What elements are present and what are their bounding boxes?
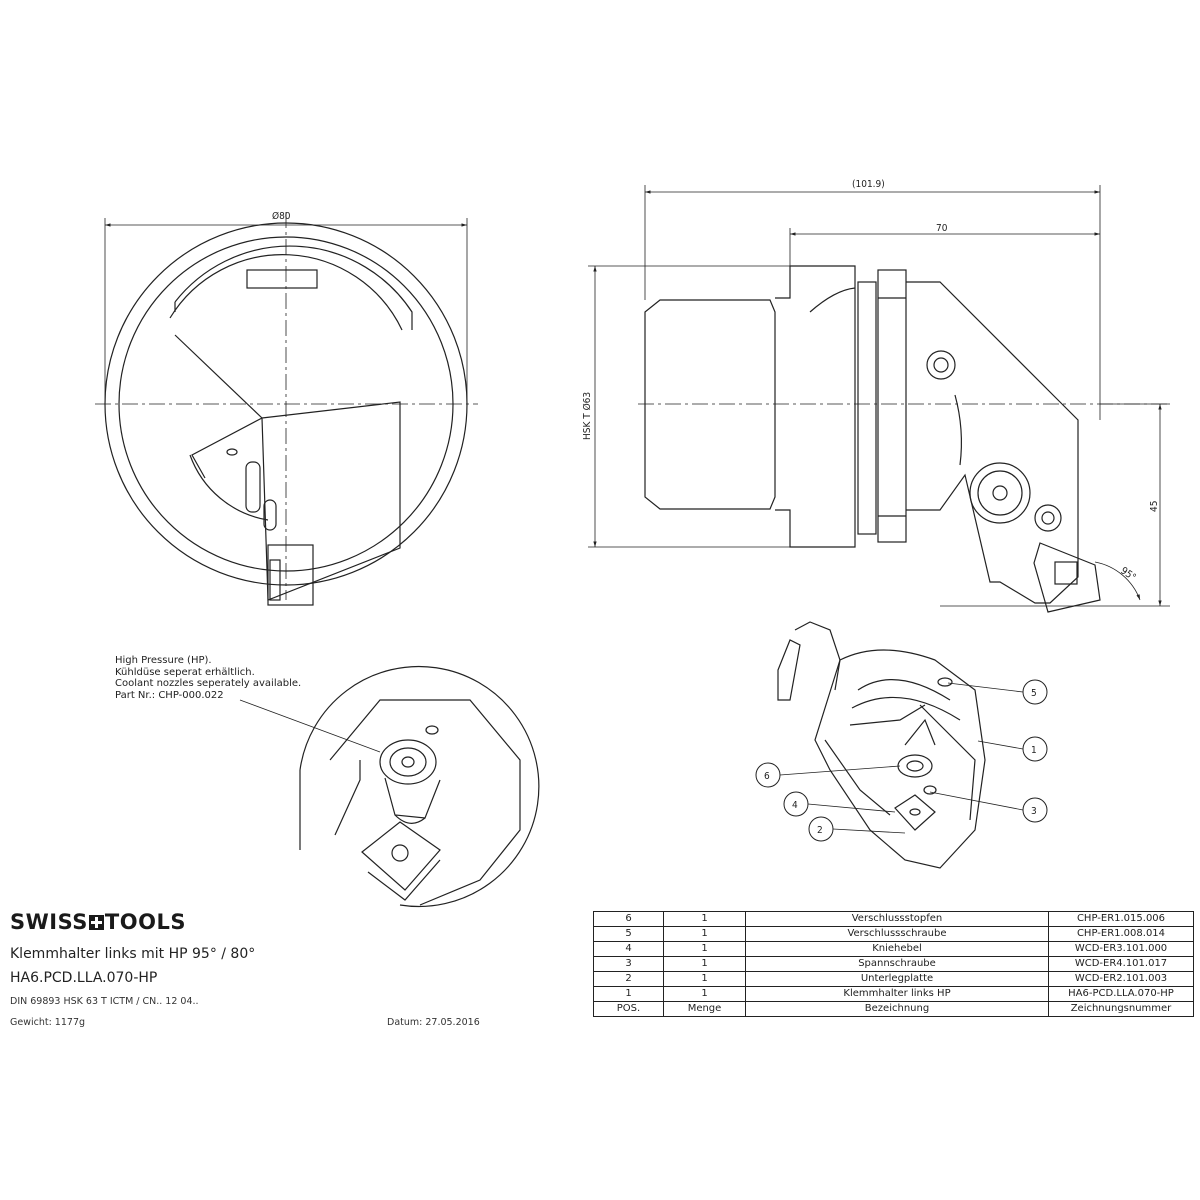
balloon-5: 5 [1022,679,1048,705]
dim-shank: HSK T Ø63 [581,392,593,440]
balloon-2: 2 [808,816,834,842]
svg-text:5: 5 [1031,688,1037,699]
dim-height: 45 [1149,501,1160,512]
description-cell: Klemmhalter links HP [745,986,1049,1002]
balloon-leaders [779,682,1024,834]
description-cell: Kniehebel [745,941,1049,957]
dim-angle: 95° [1118,565,1137,583]
drawing-date: Datum: 27.05.2016 [387,1017,480,1028]
qty-cell: 1 [663,971,746,987]
pos-cell: 6 [593,911,664,927]
iso-view [777,621,986,869]
hp-note: High Pressure (HP). Kühldüse seperat erh… [115,655,301,701]
balloon-1: 1 [1022,736,1048,762]
detail-view [239,665,540,908]
side-dimensions [588,185,1170,607]
dim-diameter-front: Ø80 [272,210,291,222]
balloon-3: 3 [1022,797,1048,823]
note-line: Coolant nozzles seperately available. [115,678,302,689]
product-code: HA6.PCD.LLA.070-HP [10,970,158,986]
pos-cell: 3 [593,956,664,972]
description-cell: Verschlussschraube [745,926,1049,942]
drawing-number-cell: WCD-ER3.101.000 [1048,941,1194,957]
product-title: Klemmhalter links mit HP 95° / 80° [10,946,256,962]
pos-cell: 5 [593,926,664,942]
drawing-number-cell: CHP-ER1.008.014 [1048,926,1194,942]
balloon-6: 6 [755,762,781,788]
product-spec: DIN 69893 HSK 63 T ICTM / CN.. 12 04.. [10,996,199,1007]
description-cell: Bezeichnung [745,1001,1049,1017]
svg-text:1: 1 [1031,745,1037,756]
qty-cell: 1 [663,911,746,927]
drawing-number-cell: WCD-ER4.101.017 [1048,956,1194,972]
description-cell: Spannschraube [745,956,1049,972]
qty-cell: 1 [663,926,746,942]
front-view [95,212,478,606]
note-line: Part Nr.: CHP-000.022 [115,689,224,701]
svg-text:3: 3 [1031,806,1037,817]
side-view [638,265,1170,613]
description-cell: Verschlussstopfen [745,911,1049,927]
pos-cell: 1 [593,986,664,1002]
drawing-number-cell: CHP-ER1.015.006 [1048,911,1194,927]
qty-cell: 1 [663,956,746,972]
pos-cell: 2 [593,971,664,987]
dim-overall-length: (101.9) [852,179,885,190]
drawing-number-cell: HA6-PCD.LLA.070-HP [1048,986,1194,1002]
dim-length: 70 [936,223,948,234]
note-line: Kühldüse seperat erhältlich. [115,666,255,678]
qty-cell: 1 [663,986,746,1002]
drawing-number-cell: Zeichnungsnummer [1048,1001,1194,1017]
svg-text:4: 4 [792,800,798,811]
pos-cell: POS. [593,1001,664,1017]
product-weight: Gewicht: 1177g [10,1017,86,1028]
pos-cell: 4 [593,941,664,957]
balloon-4: 4 [783,791,809,817]
dimension-diameter [104,218,468,404]
brand-logo: SWISS TOOLS [10,910,186,934]
svg-text:2: 2 [817,825,823,836]
description-cell: Unterlegplatte [745,971,1049,987]
swiss-cross-icon [88,914,104,930]
drawing-number-cell: WCD-ER2.101.003 [1048,971,1194,987]
brand-left: SWISS [10,910,88,934]
svg-text:6: 6 [764,771,770,782]
brand-right: TOOLS [104,910,186,934]
note-line: High Pressure (HP). [115,655,212,666]
qty-cell: Menge [663,1001,746,1017]
qty-cell: 1 [663,941,746,957]
